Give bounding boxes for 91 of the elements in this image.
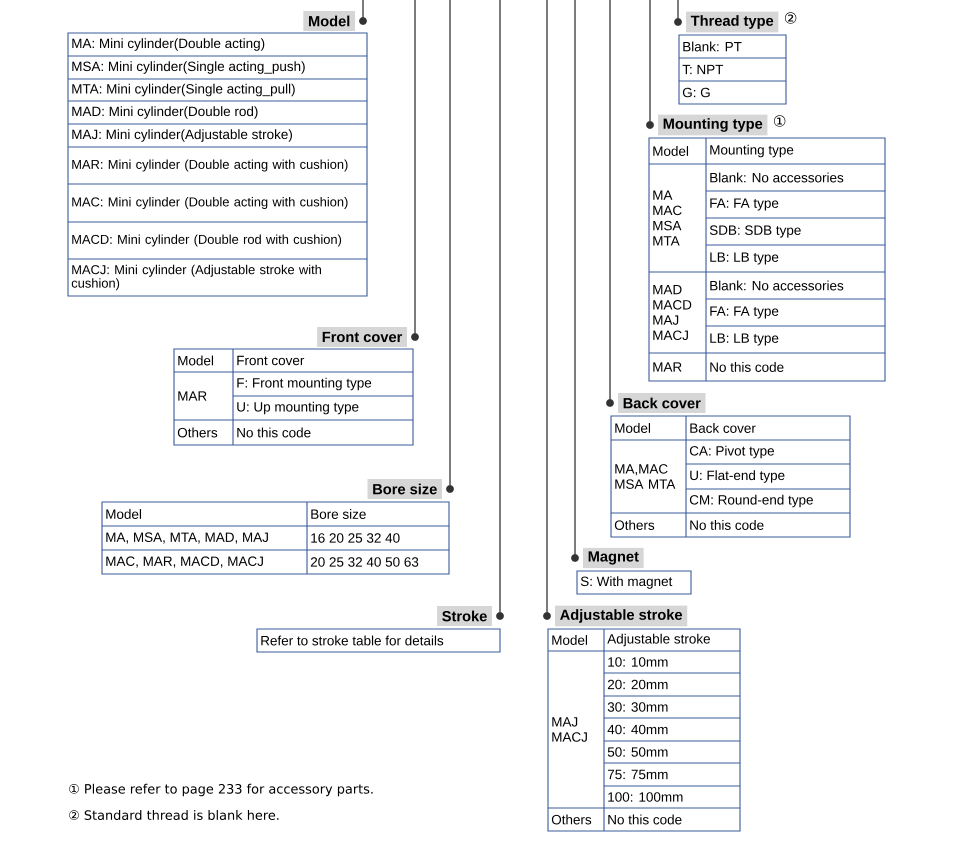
table-cell: Mounting type [710,144,794,158]
section-heading: Stroke [437,606,492,626]
table-cell: Blank: No accessories [710,280,844,290]
table-cell: MAC, MAR, MACD, MACJ [106,556,263,568]
table-cell: LB: LB type [710,333,778,346]
table-cell: 20: 20mm [608,680,668,690]
connector-line [674,0,682,26]
connector-line [359,0,367,25]
footnote-mark: ① [774,115,786,127]
connector-line [496,0,504,620]
table-cell: MAD MACD MAJ MACJ [653,284,692,340]
table-cell: 16 20 25 32 40 [311,533,400,543]
section-heading: Front cover [317,327,407,347]
connector-line [571,0,579,562]
table-cell: 75: 75mm [608,770,668,780]
table-cell: Refer to stroke table for details [261,636,444,646]
table-cell: Model [615,423,650,433]
table-cell: Model [653,146,688,156]
table-cell: SDB: SDB type [710,225,801,238]
table-cell: FA: FA type [710,306,778,319]
table-cell: MACJ: Mini cylinder (Adjustable stroke with cushion) [72,264,321,290]
table-cell: Model [106,509,142,519]
table-cell: LB: LB type [710,252,778,265]
table-cell: S: With magnet [580,576,672,589]
table-cell: MAJ MACJ [552,717,587,742]
table-cell: T: NPT [682,64,724,74]
table-cell: 50: 50mm [608,747,668,757]
table-cell: No this code [690,520,764,530]
section-heading: Thread type [686,12,778,32]
table-cell: Others [178,428,218,438]
option-table [678,34,787,105]
connector-line [543,0,551,620]
connector-line [446,0,454,493]
table-cell: MACD: Mini cylinder (Double rod with cushion) [72,234,342,246]
table-cell: Blank: PT [683,42,742,52]
table-cell: No this code [237,428,310,438]
option-table [101,501,450,575]
connector-line [606,0,614,407]
table-cell: Adjustable stroke [607,634,710,646]
table-cell: Blank: No accessories [710,172,844,182]
table-cell: CM: Round-end type [690,494,813,508]
option-table [610,415,851,538]
table-cell: MAJ: Mini cylinder(Adjustable stroke) [72,129,292,142]
option-table [173,348,414,446]
section-heading: Model [303,11,355,31]
table-cell: Others [552,814,592,824]
table-cell: MA: Mini cylinder(Double acting) [72,38,264,51]
table-cell: 30: 30mm [608,702,668,712]
table-cell: MAR: Mini cylinder (Double acting with cushion) [72,160,348,172]
table-cell: MSA: Mini cylinder(Single acting_push) [72,61,305,74]
option-table [648,137,886,382]
table-cell: Back cover [690,423,756,433]
connector-line [646,0,654,129]
section-heading: Back cover [618,393,706,413]
table-cell: MTA: Mini cylinder(Single acting_pull) [72,84,295,96]
table-cell: No this code [710,362,784,372]
section-heading: Magnet [583,548,644,568]
table-cell: MA,MAC MSA MTA [615,464,676,489]
table-cell: Front cover [237,356,304,366]
table-cell: Bore size [311,509,366,519]
section-heading: Adjustable stroke [555,606,688,626]
section-heading: Mounting type [658,114,768,136]
footnote: ② Standard thread is blank here. [69,810,278,820]
footnote-mark: ② [784,12,796,24]
option-table [67,32,368,297]
table-cell: U: Up mounting type [237,402,358,414]
section-heading: Bore size [368,479,442,499]
connector-line [411,0,419,341]
table-cell: MAR [653,362,682,372]
table-cell: MA MAC MSA MTA [653,190,682,246]
table-cell: MA, MSA, MTA, MAD, MAJ [106,532,268,544]
option-table [256,628,501,653]
table-cell: 40: 40mm [608,724,668,734]
table-cell: Model [552,635,588,645]
table-cell: FA: FA type [710,198,778,211]
table-cell: Model [178,356,214,366]
table-cell: Others [614,520,654,530]
option-table [576,570,692,595]
table-cell: G: G [682,88,710,98]
table-cell: MAC: Mini cylinder (Double acting with cushion) [72,197,348,209]
table-cell: 100: 100mm [608,792,682,802]
table-cell: 20 25 32 40 50 63 [310,557,418,567]
table-cell: F: Front mounting type [237,378,372,390]
table-cell: No this code [608,814,682,824]
option-table [547,628,741,832]
table-cell: MAR [178,391,207,401]
table-cell: CA: Pivot type [690,446,774,458]
footnote: ① Please refer to page 233 for accessory parts. [69,784,373,796]
table-cell: 10: 10mm [608,657,668,667]
table-cell: U: Flat-end type [690,470,784,483]
table-cell: MAD: Mini cylinder(Double rod) [72,106,258,119]
